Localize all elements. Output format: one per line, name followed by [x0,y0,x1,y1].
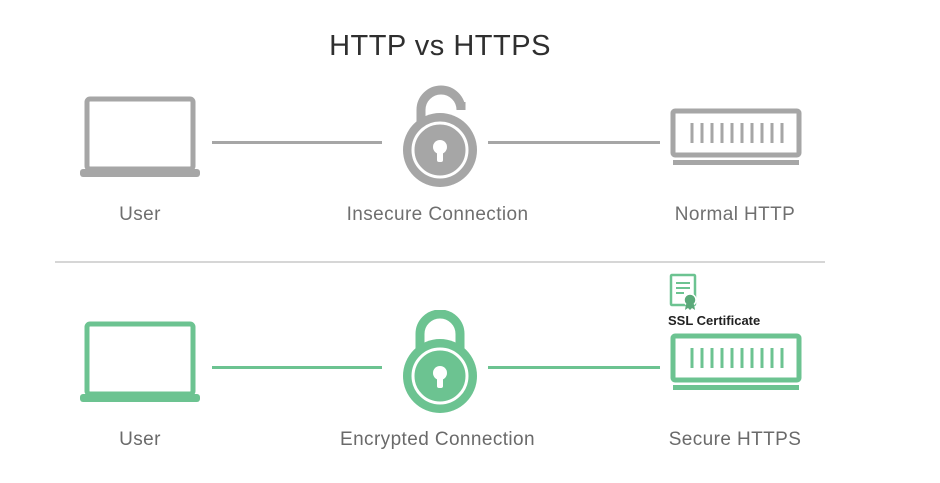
http-user-label: User [119,204,161,225]
https-server-label: Secure HTTPS [668,429,802,450]
laptop-icon [80,96,200,177]
laptop-icon [80,321,200,402]
http-server-label: Normal HTTP [674,204,796,225]
server-icon [670,333,802,390]
connection-line-right [488,366,660,369]
connection-line-left [212,141,382,144]
lock-closed-icon [403,310,477,413]
certificate-icon [669,273,697,310]
server-icon [670,108,802,165]
connection-line-left [212,366,382,369]
ssl-certificate-label: SSL Certificate [668,313,761,328]
https-user-label: User [119,429,161,450]
connection-line-right [488,141,660,144]
http-connection-label: Insecure Connection [346,204,529,225]
lock-open-icon [403,85,477,187]
https-connection-label: Encrypted Connection [340,429,535,450]
row-divider [55,261,825,263]
page-title: HTTP vs HTTPS [329,30,551,62]
